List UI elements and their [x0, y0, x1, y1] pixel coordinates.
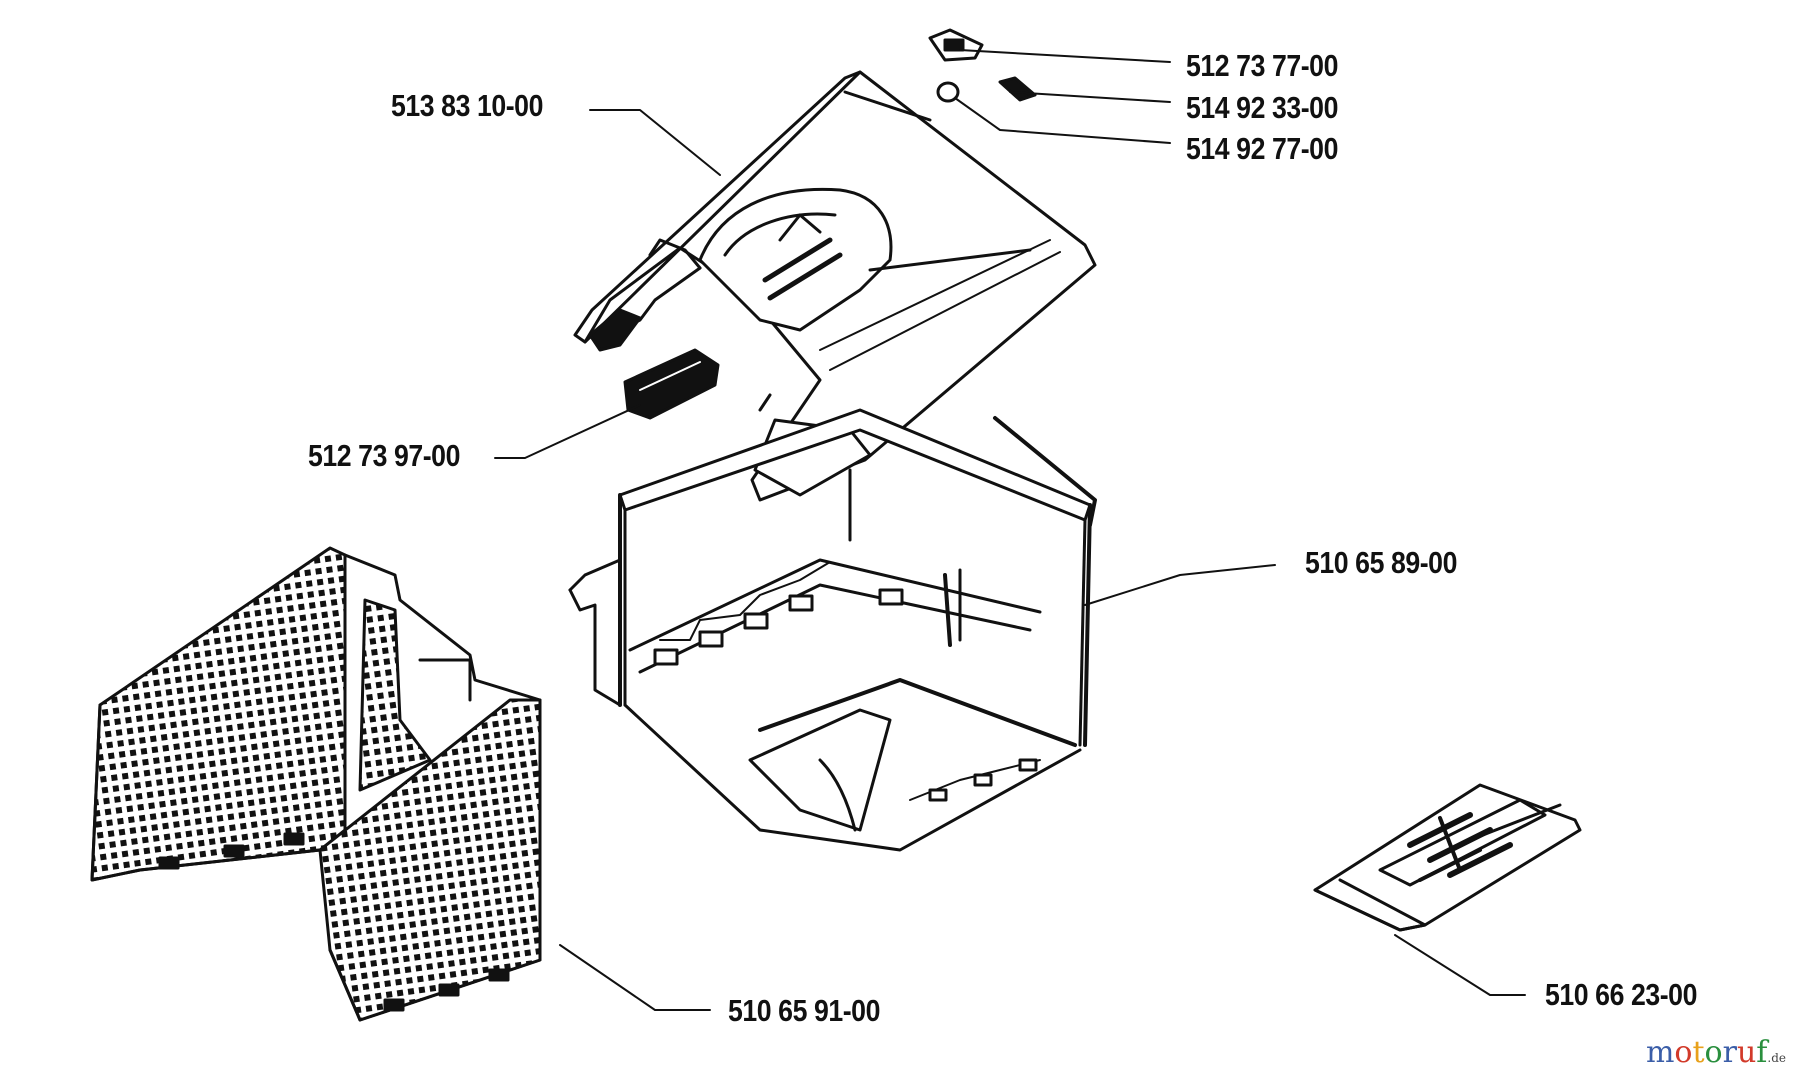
watermark-logo: motoruf.de — [1646, 1035, 1786, 1070]
part-number-label-510-65-89-00: 510 65 89-00 — [1305, 545, 1457, 580]
watermark-tld: .de — [1767, 1051, 1786, 1065]
hinge-clip — [930, 30, 982, 60]
watermark-letter: t — [1692, 1035, 1705, 1070]
part-number-label-512-73-77-00: 512 73 77-00 — [1186, 48, 1338, 83]
watermark-letter: m — [1645, 1035, 1675, 1070]
bottom-plate — [1315, 785, 1580, 930]
watermark-letter: r — [1722, 1035, 1737, 1070]
watermark-letter: o — [1704, 1035, 1723, 1070]
part-number-label-514-92-33-00: 514 92 33-00 — [1186, 90, 1338, 125]
grass-bag-lid — [575, 72, 1095, 500]
part-number-label-510-66-23-00: 510 66 23-00 — [1545, 977, 1697, 1012]
handle-insert — [625, 350, 718, 418]
part-number-label-514-92-77-00: 514 92 77-00 — [1186, 131, 1338, 166]
mesh-side-panels — [92, 548, 540, 1020]
leader-lines — [495, 50, 1525, 1010]
washer — [938, 83, 958, 101]
watermark-letter: u — [1736, 1035, 1757, 1070]
part-number-label-513-83-10-00: 513 83 10-00 — [391, 88, 543, 123]
part-number-label-510-65-91-00: 510 65 91-00 — [728, 993, 880, 1028]
watermark-letter: o — [1674, 1035, 1693, 1070]
small-clip — [1000, 78, 1035, 100]
watermark-letter: f — [1756, 1035, 1768, 1070]
part-number-label-512-73-97-00: 512 73 97-00 — [308, 438, 460, 473]
watermark-text: motoruf — [1646, 1035, 1767, 1070]
bag-frame — [570, 410, 1095, 850]
